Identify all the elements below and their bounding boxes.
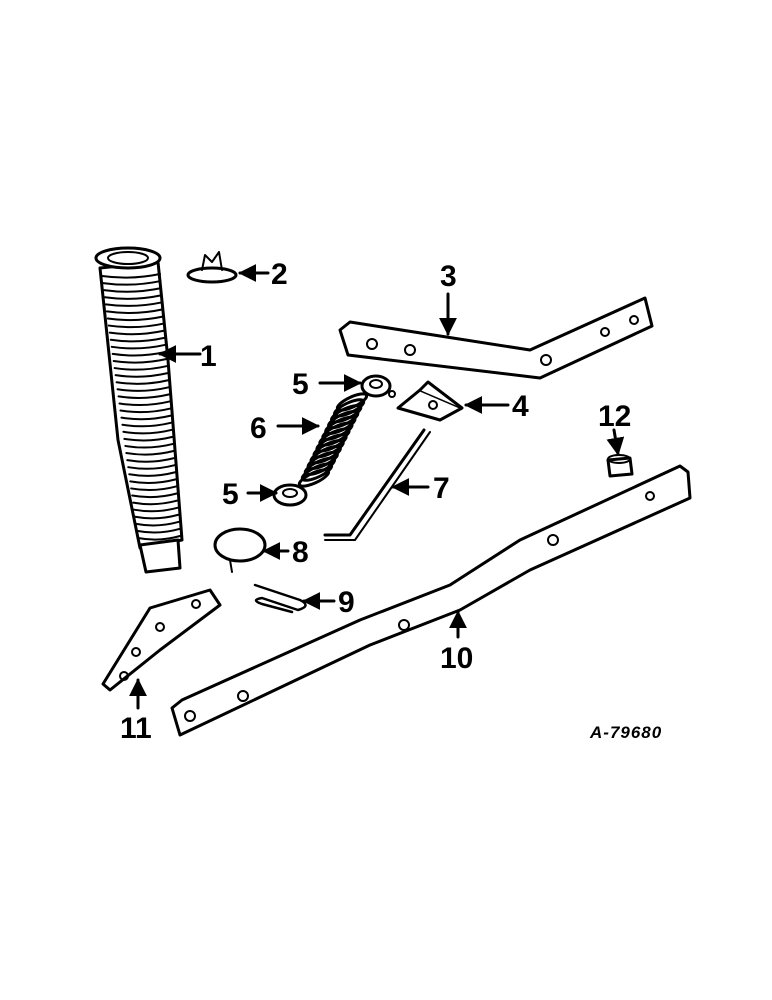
reference-code: A-79680: [589, 723, 662, 742]
part-1-corrugated-tube: [94, 246, 184, 574]
callout-11: 11: [120, 712, 152, 745]
tube-rib: [113, 365, 169, 371]
leader-12: [606, 428, 625, 456]
part-12-bushing: [606, 454, 634, 478]
callout-9: 9: [338, 586, 355, 619]
tube-rib: [121, 421, 173, 428]
callout-8: 8: [292, 536, 309, 569]
tube-rib: [131, 492, 178, 499]
callout-4: 4: [512, 390, 529, 423]
tube-rib: [108, 329, 166, 336]
tube-rib: [120, 414, 172, 421]
callout-5-upper: 5: [292, 368, 309, 401]
leader-arrows: [129, 264, 625, 710]
tube-rib: [116, 386, 170, 392]
tube-rib: [122, 428, 173, 435]
part-8-ring: [213, 527, 267, 573]
part-10-main-bar: [170, 464, 692, 737]
part-3-bracket-bar: [338, 296, 654, 380]
callout-7: 7: [433, 472, 450, 505]
tube-rib: [128, 471, 177, 477]
callout-2: 2: [271, 258, 288, 291]
tube-rib: [133, 506, 179, 513]
tube-rib: [127, 464, 176, 470]
tube-rib: [107, 322, 165, 329]
callout-6: 6: [250, 412, 267, 445]
tube-rib: [105, 308, 164, 314]
tube-rib: [117, 393, 171, 399]
tube-rib: [136, 527, 181, 534]
tube-rib: [118, 400, 171, 407]
tube-rib: [125, 450, 175, 456]
part-7-rod: [323, 428, 431, 541]
tube-rib: [114, 372, 169, 378]
callout-5-lower: 5: [222, 478, 239, 511]
tube-rib: [129, 478, 177, 484]
part-11-triangle-plate: [101, 588, 222, 692]
tube-rib: [101, 280, 162, 286]
tube-rib: [103, 294, 163, 300]
part-5-collar-lower: [272, 483, 308, 507]
part-2-clip: [186, 251, 238, 284]
callout-10: 10: [440, 642, 473, 675]
tube-rib: [126, 457, 176, 463]
callout-3: 3: [440, 260, 457, 293]
tube-rib: [109, 336, 166, 343]
tube-rib: [137, 535, 181, 541]
tube-rib: [130, 485, 178, 492]
tube-rib: [106, 315, 165, 322]
tube-rib: [102, 287, 163, 293]
tube-rib: [101, 273, 161, 279]
tube-rib: [123, 435, 174, 442]
tube-rib: [115, 379, 170, 385]
callout-12: 12: [598, 400, 631, 433]
part-6-spring: [297, 392, 369, 488]
callout-labels: 1 2 3 4 5 5 6 7 8 9 10 11 12: [120, 258, 631, 745]
tube-rib: [132, 499, 179, 506]
tube-rib: [135, 520, 180, 527]
part-5-collar-upper: [360, 374, 396, 398]
tube-rib: [124, 442, 174, 449]
spring-coil: [297, 468, 331, 488]
tube-rib: [134, 513, 180, 520]
tube-rib: [104, 301, 164, 307]
part-4-angle-plate: [396, 380, 464, 422]
callout-1: 1: [200, 340, 217, 373]
part-9-hair-pin: [253, 583, 307, 614]
tube-rib: [119, 407, 172, 414]
